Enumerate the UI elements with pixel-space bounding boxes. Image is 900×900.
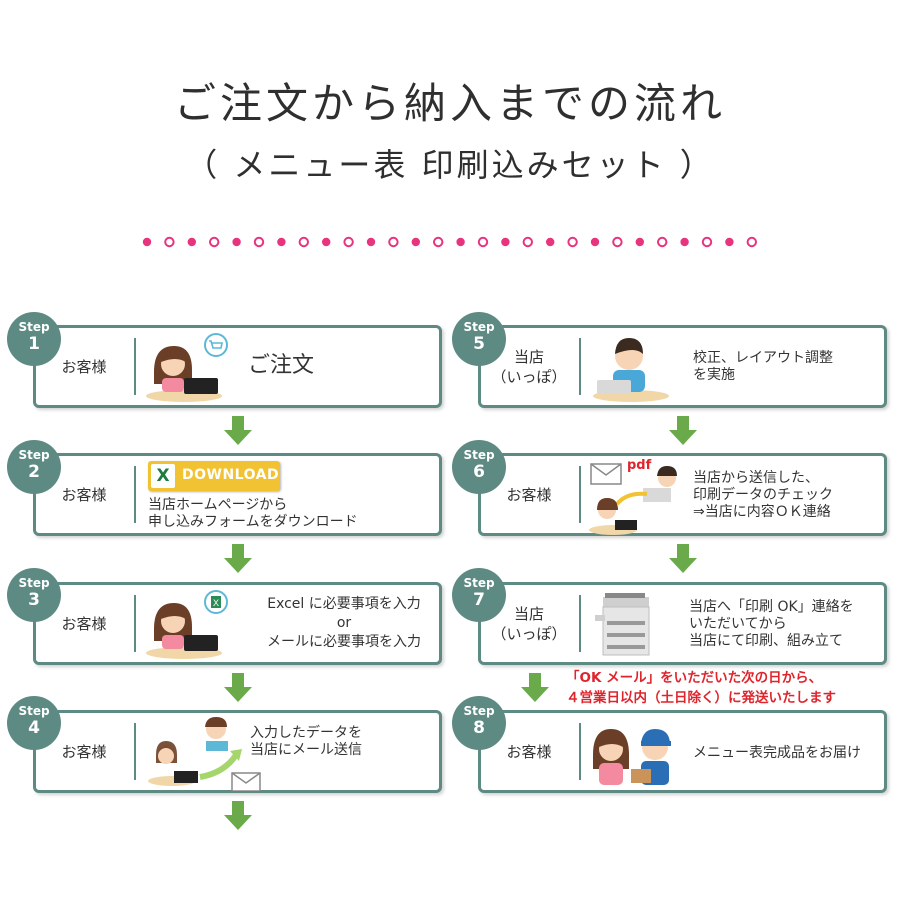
svg-text:X: X [213, 598, 219, 608]
delivery-icon [593, 729, 671, 785]
divider-dot [388, 236, 399, 248]
step-text: 入力したデータを当店にメール送信 [250, 725, 362, 758]
divider-dot [232, 237, 241, 247]
step-card: お客様 X DOWNLOAD 当店ホームページから申し込みフォームをダウンロード [33, 453, 442, 536]
divider-dot [187, 237, 196, 247]
divider-dot [366, 237, 376, 247]
divider-dot [456, 237, 465, 247]
divider-dot [546, 237, 555, 247]
divider-dot [142, 237, 152, 247]
divider-dot [253, 236, 265, 248]
divider-dot [277, 237, 286, 247]
divider-dot [164, 236, 175, 248]
divider-dot [635, 237, 644, 247]
step-text: 当店から送信した、印刷データのチェック⇒当店に内容ＯＫ連絡 [693, 470, 833, 520]
arrow-down-icon [521, 673, 549, 702]
step-actor: お客様 [61, 357, 107, 376]
step-actor: お客様 [61, 742, 107, 761]
download-label: DOWNLOAD [182, 467, 280, 483]
step-actor: お客様 [61, 614, 107, 633]
divider-dot [322, 237, 331, 247]
arrow-down-icon [224, 544, 252, 573]
step-card: 当店（いっぽ） 校正、レイアウト調整を実施 [478, 325, 887, 408]
page-title: ご注文から納入までの流れ [173, 79, 726, 128]
arrow-down-icon [669, 544, 697, 573]
divider-dot [567, 236, 578, 248]
divider-dot [411, 237, 420, 247]
customer-laptop-cart-icon [146, 333, 228, 402]
step-text: ご注文 [248, 353, 315, 378]
divider-dot [477, 236, 489, 248]
step-card: お客様 メニュー表完成品をお届け [478, 710, 887, 793]
divider-dot [725, 237, 734, 247]
step-text: 校正、レイアウト調整を実施 [693, 350, 833, 383]
excel-download-icon: X DOWNLOAD [148, 461, 280, 491]
divider-dot [680, 237, 689, 247]
divider-dot [746, 236, 757, 248]
dot-divider [142, 236, 757, 248]
divider-dot [590, 237, 600, 247]
arrow-down-icon [224, 673, 252, 702]
step-card: お客様 入力したデータを当店にメール送信 [33, 710, 442, 793]
step-card: お客様 pdf 当店から送信した、印刷データのチェック⇒当店に内容ＯＫ連絡 [478, 453, 887, 536]
customer-laptop-excel-icon: X [146, 590, 228, 659]
step-text: メニュー表完成品をお届け [693, 745, 861, 761]
divider-dot [522, 236, 533, 248]
divider-dot [209, 236, 220, 248]
staff-laptop-icon [593, 338, 669, 402]
divider-dot [433, 236, 444, 248]
step-actor: お客様 [61, 485, 107, 504]
step-actor: 当店（いっぽ） [491, 347, 567, 386]
step-actor: お客様 [506, 742, 552, 761]
arrow-down-icon [669, 416, 697, 445]
divider-dot [701, 236, 713, 248]
step-card: 当店（いっぽ） 当店へ「印刷 OK」連絡をいただいてから当店にて印刷、組み立て [478, 582, 887, 665]
printer-icon [595, 593, 650, 656]
step-actor: お客様 [506, 485, 552, 504]
shipping-notice: 「OK メール」をいただいた次の日から、４営業日以内（土日除く）に発送いたします [566, 670, 836, 706]
step-card: お客様 ご注文 [33, 325, 442, 408]
step-actor: 当店（いっぽ） [491, 604, 567, 643]
divider-dot [657, 236, 668, 248]
step-text: 当店へ「印刷 OK」連絡をいただいてから当店にて印刷、組み立て [689, 599, 854, 649]
send-mail-icon [148, 717, 261, 791]
step-text: 当店ホームページから申し込みフォームをダウンロード [148, 497, 358, 530]
pdf-label: pdf [627, 458, 652, 473]
divider-dot [298, 236, 309, 248]
page-subtitle: （ メニュー表 印刷込みセット ） [185, 146, 715, 184]
divider-dot [343, 236, 354, 248]
arrow-down-icon [224, 801, 252, 830]
divider-dot [501, 237, 510, 247]
arrow-down-icon [224, 416, 252, 445]
divider-dot [612, 236, 623, 248]
pdf-mail-check-icon [589, 463, 677, 535]
